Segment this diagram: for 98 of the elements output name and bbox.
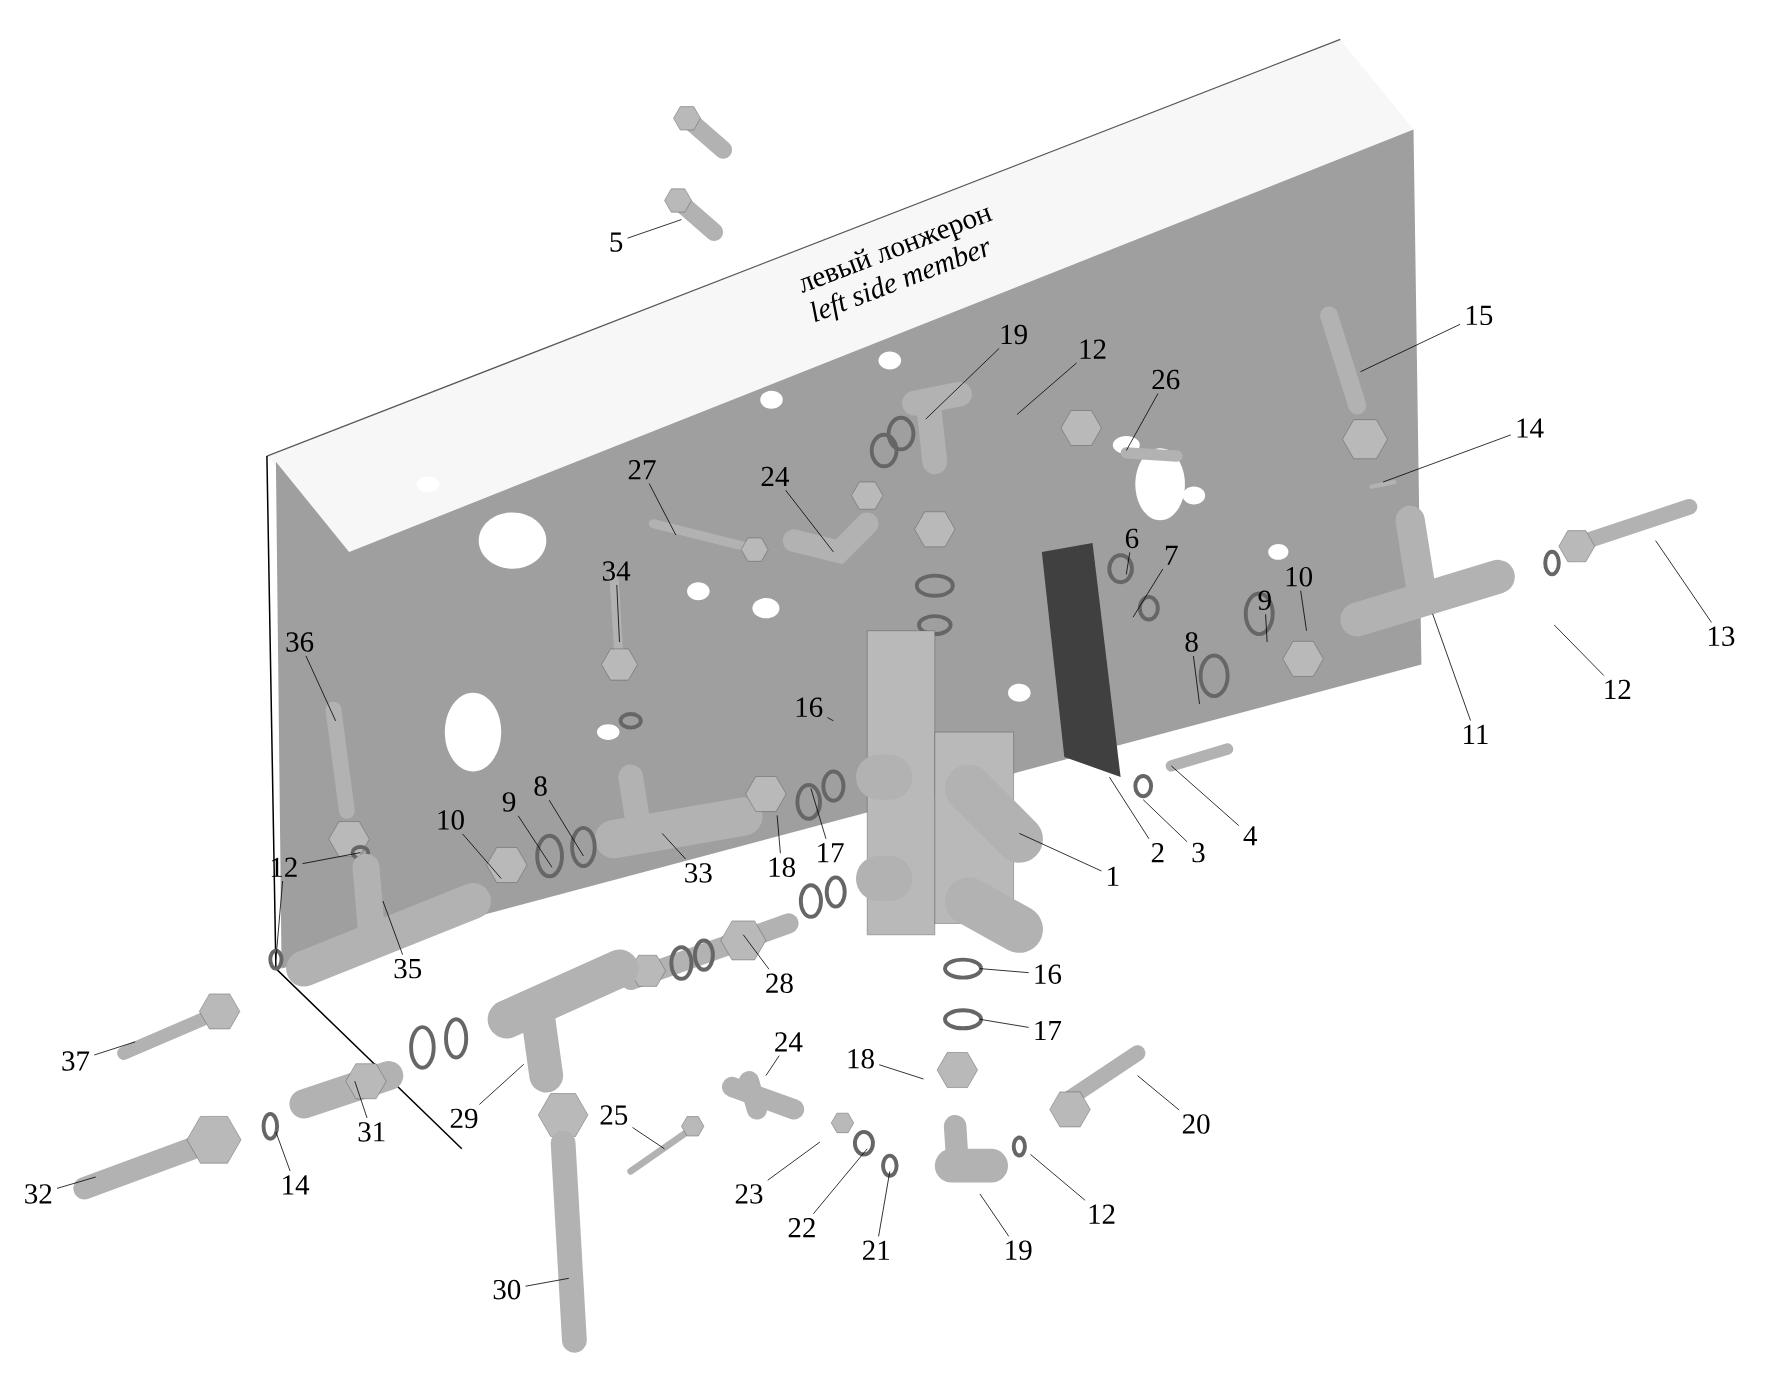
callout-number: 15 xyxy=(1466,305,1493,326)
leader-line xyxy=(1265,613,1268,643)
leader-line xyxy=(462,833,502,879)
callout-number: 4 xyxy=(1243,826,1257,846)
callout-number: 10 xyxy=(1286,566,1312,587)
callout-number: 22 xyxy=(788,1218,815,1238)
leader-line xyxy=(1142,799,1188,843)
leader-line xyxy=(479,1063,525,1105)
leader-line xyxy=(812,1148,868,1215)
leader-line xyxy=(56,1176,97,1189)
callout-number: 2 xyxy=(1151,843,1164,863)
leader-line xyxy=(1137,1075,1180,1111)
callout-number: 10 xyxy=(438,810,464,830)
leader-line xyxy=(275,880,283,960)
callout-number: 24 xyxy=(761,466,789,486)
leader-line xyxy=(1016,362,1077,415)
leader-line xyxy=(742,934,770,970)
leader-line xyxy=(305,655,336,722)
callout-number: 16 xyxy=(796,697,823,718)
callout-number: 33 xyxy=(685,863,712,883)
leader-line xyxy=(765,1055,780,1076)
leader-line xyxy=(1382,434,1512,483)
callout-number: 27 xyxy=(628,460,656,480)
leader-line xyxy=(1360,323,1461,373)
callout-number: 16 xyxy=(1035,964,1062,984)
callout-number: 14 xyxy=(283,1175,310,1195)
leader-line xyxy=(627,219,682,239)
callout-number: 19 xyxy=(1006,1240,1032,1260)
leader-line xyxy=(517,815,553,868)
leader-line xyxy=(1125,393,1159,451)
callout-number: 25 xyxy=(600,1105,628,1125)
leader-line xyxy=(1030,1154,1086,1201)
callout-number: 11 xyxy=(1464,724,1488,744)
callout-number: 30 xyxy=(493,1279,521,1300)
leader-line xyxy=(302,852,361,865)
callout-number: 9 xyxy=(502,792,516,812)
callout-number: 8 xyxy=(534,776,547,796)
callout-number: 7 xyxy=(1166,545,1178,565)
leader-line xyxy=(275,1131,291,1172)
callout-number: 8 xyxy=(1185,632,1198,652)
leader-line xyxy=(827,717,834,722)
callout-number: 29 xyxy=(450,1108,478,1129)
leader-line xyxy=(1655,540,1712,623)
callout-number: 12 xyxy=(1089,1204,1115,1224)
callout-number: 9 xyxy=(1258,590,1271,611)
callout-number: 13 xyxy=(1709,626,1735,647)
leader-line xyxy=(354,1080,368,1119)
leader-line xyxy=(548,799,584,857)
leader-line xyxy=(979,1193,1010,1237)
callout-number: 20 xyxy=(1182,1114,1210,1134)
callout-number: 35 xyxy=(394,958,422,979)
leader-line xyxy=(525,1277,570,1287)
callout-number: 5 xyxy=(610,232,623,252)
callout-number: 18 xyxy=(769,857,795,877)
leader-line xyxy=(382,900,403,956)
callout-number: 19 xyxy=(1001,324,1027,345)
callout-number: 1 xyxy=(1108,866,1119,886)
leader-line xyxy=(632,1127,665,1150)
leader-line xyxy=(1109,776,1150,840)
callout-number: 31 xyxy=(358,1122,385,1142)
callout-number: 17 xyxy=(1035,1020,1062,1041)
callout-number: 6 xyxy=(1125,528,1139,549)
leader-line xyxy=(925,348,1000,420)
callout-number: 28 xyxy=(766,973,793,993)
callout-number: 24 xyxy=(775,1032,803,1052)
callout-number: 36 xyxy=(286,632,314,652)
leader-line xyxy=(878,1064,924,1080)
callout-number: 32 xyxy=(25,1184,52,1204)
leader-line xyxy=(93,1041,136,1056)
leader-line xyxy=(785,489,834,553)
leader-line xyxy=(1170,765,1240,826)
callout-number: 14 xyxy=(1517,418,1544,438)
leader-line xyxy=(1300,590,1307,632)
callout-number: 17 xyxy=(818,843,844,863)
callout-number: 21 xyxy=(863,1240,889,1260)
leader-line xyxy=(1432,613,1471,721)
leader-line xyxy=(1553,624,1605,676)
callout-number: 18 xyxy=(848,1048,874,1069)
leader-line xyxy=(1018,833,1102,872)
callout-number: 12 xyxy=(1080,339,1106,359)
leader-line xyxy=(979,968,1030,974)
leader-line xyxy=(776,815,781,854)
callout-number: 34 xyxy=(603,561,631,581)
callout-number: 26 xyxy=(1152,369,1180,390)
leader-line xyxy=(1125,551,1131,575)
leader-line xyxy=(810,788,827,840)
leader-line xyxy=(661,833,686,860)
leader-line xyxy=(979,1018,1030,1028)
leader-line xyxy=(1193,655,1200,705)
callout-number: 3 xyxy=(1192,842,1205,863)
leader-line xyxy=(878,1170,891,1237)
callout-number: 37 xyxy=(62,1051,90,1071)
callout-number: 12 xyxy=(1605,679,1631,699)
callout-number: 23 xyxy=(735,1184,763,1204)
leader-line xyxy=(1132,568,1164,618)
leader-line xyxy=(648,483,677,536)
leader-line xyxy=(616,584,620,643)
leader-line xyxy=(767,1141,821,1181)
